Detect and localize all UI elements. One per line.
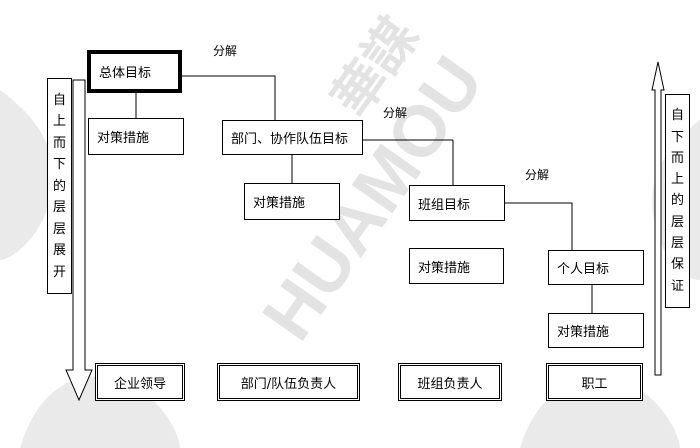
role-box-leader: 企业领导: [95, 363, 185, 401]
dept-goal-box: 部门、协作队伍目标: [222, 120, 363, 155]
top-down-text: 自 上 而 下 的 层 层 展 开: [47, 78, 72, 294]
connector-total-dept: [182, 75, 276, 120]
measures-label: 对策措施: [97, 131, 150, 146]
role-label: 部门/队伍负责人: [240, 376, 337, 392]
bottom-up-arrow: [651, 61, 665, 376]
split-label-3: 分解: [525, 168, 550, 182]
measures-label: 对策措施: [557, 325, 610, 340]
bottom-up-text: 自 下 而 上 的 层 层 保 证: [665, 94, 690, 308]
measures-label: 对策措施: [418, 260, 471, 276]
team-goal-label: 班组目标: [418, 197, 471, 213]
watermark-figure-left: [0, 90, 53, 260]
personal-measures-box: 对策措施: [548, 313, 644, 348]
split-label-1: 分解: [213, 44, 238, 58]
total-goal-label: 总体目标: [99, 66, 152, 81]
role-label: 班组负责人: [417, 376, 483, 392]
role-box-staff: 职工: [546, 363, 643, 401]
team-measures-box: 对策措施: [409, 248, 504, 284]
personal-goal-box: 个人目标: [548, 250, 644, 285]
role-label: 企业领导: [113, 376, 166, 392]
role-label: 职工: [581, 376, 608, 392]
total-goal-measures-box: 对策措施: [88, 118, 184, 155]
role-box-team-head: 班组负责人: [398, 363, 502, 401]
dept-goal-label: 部门、协作队伍目标: [231, 132, 349, 147]
measures-label: 对策措施: [253, 196, 306, 211]
team-goal-box: 班组目标: [409, 185, 505, 221]
top-down-arrow: [65, 79, 93, 402]
total-goal-box: 总体目标: [87, 50, 182, 93]
split-label-2: 分解: [383, 106, 408, 120]
connector-team-personal: [505, 202, 573, 250]
dept-measures-box: 对策措施: [244, 183, 340, 220]
role-box-dept-head: 部门/队伍负责人: [217, 363, 360, 401]
personal-goal-label: 个人目标: [557, 262, 610, 277]
